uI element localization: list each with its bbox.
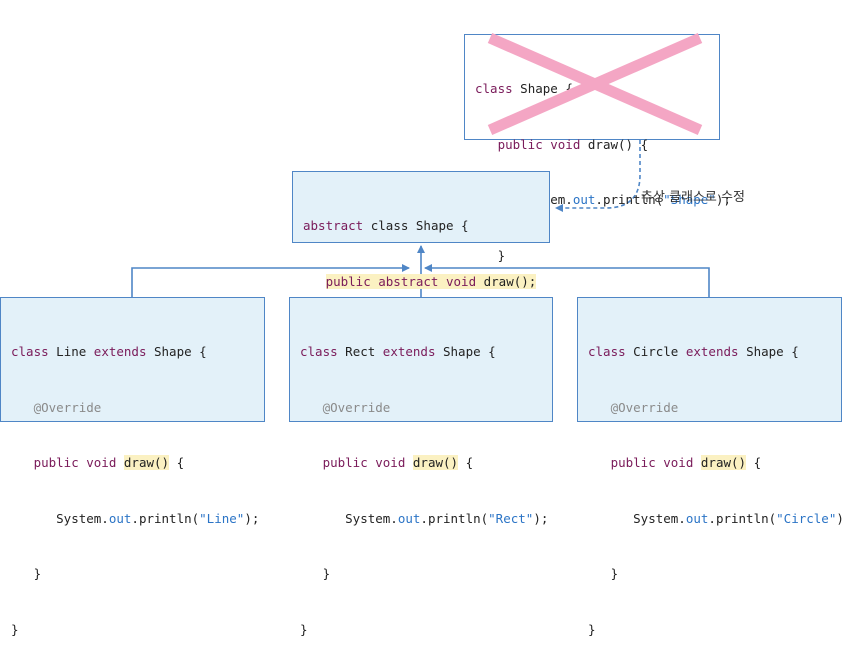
code-line: } bbox=[11, 621, 19, 637]
code-line: } bbox=[588, 566, 619, 581]
code-line: } bbox=[300, 566, 331, 581]
code-line: System.out.println("Line"); bbox=[56, 510, 260, 526]
code-line: class Circle extends Shape { bbox=[588, 344, 799, 359]
code-line: @Override bbox=[610, 399, 679, 415]
abstract-shape-class-box: abstract class Shape { public abstract v… bbox=[292, 171, 550, 344]
code-line: public void draw() { bbox=[610, 455, 762, 470]
code-line: class Rect extends Shape { bbox=[300, 344, 496, 359]
code-line: } bbox=[588, 621, 596, 637]
abstract-method-highlight: public abstract void draw(); bbox=[325, 273, 537, 289]
code-line: } bbox=[475, 247, 506, 263]
code-line: @Override bbox=[322, 399, 391, 415]
code-line: class Shape { bbox=[475, 81, 573, 96]
old-shape-class-box: class Shape { public void draw() { Syste… bbox=[464, 34, 731, 318]
line-class-box: class Line extends Shape { @Override pub… bbox=[0, 297, 265, 637]
code-line: public abstract void draw(); bbox=[303, 273, 539, 292]
code-line: public void draw() { bbox=[33, 455, 185, 470]
code-line: public void draw() { bbox=[497, 136, 649, 152]
circle-class-box: class Circle extends Shape { @Override p… bbox=[577, 297, 844, 637]
code-line: System.out.println("Circle"); bbox=[633, 510, 844, 526]
code-line: } bbox=[300, 621, 308, 637]
refactor-caption: 추상 클래스로 수정 bbox=[641, 190, 745, 205]
code-line: } bbox=[11, 566, 42, 581]
code-line: System.out.println("Rect"); bbox=[345, 510, 549, 526]
code-line: @Override bbox=[33, 399, 102, 415]
code-line: public void draw() { bbox=[322, 455, 474, 470]
code-line: abstract class Shape { bbox=[303, 218, 469, 233]
code-line: class Line extends Shape { bbox=[11, 344, 207, 359]
rect-class-box: class Rect extends Shape { @Override pub… bbox=[289, 297, 553, 637]
